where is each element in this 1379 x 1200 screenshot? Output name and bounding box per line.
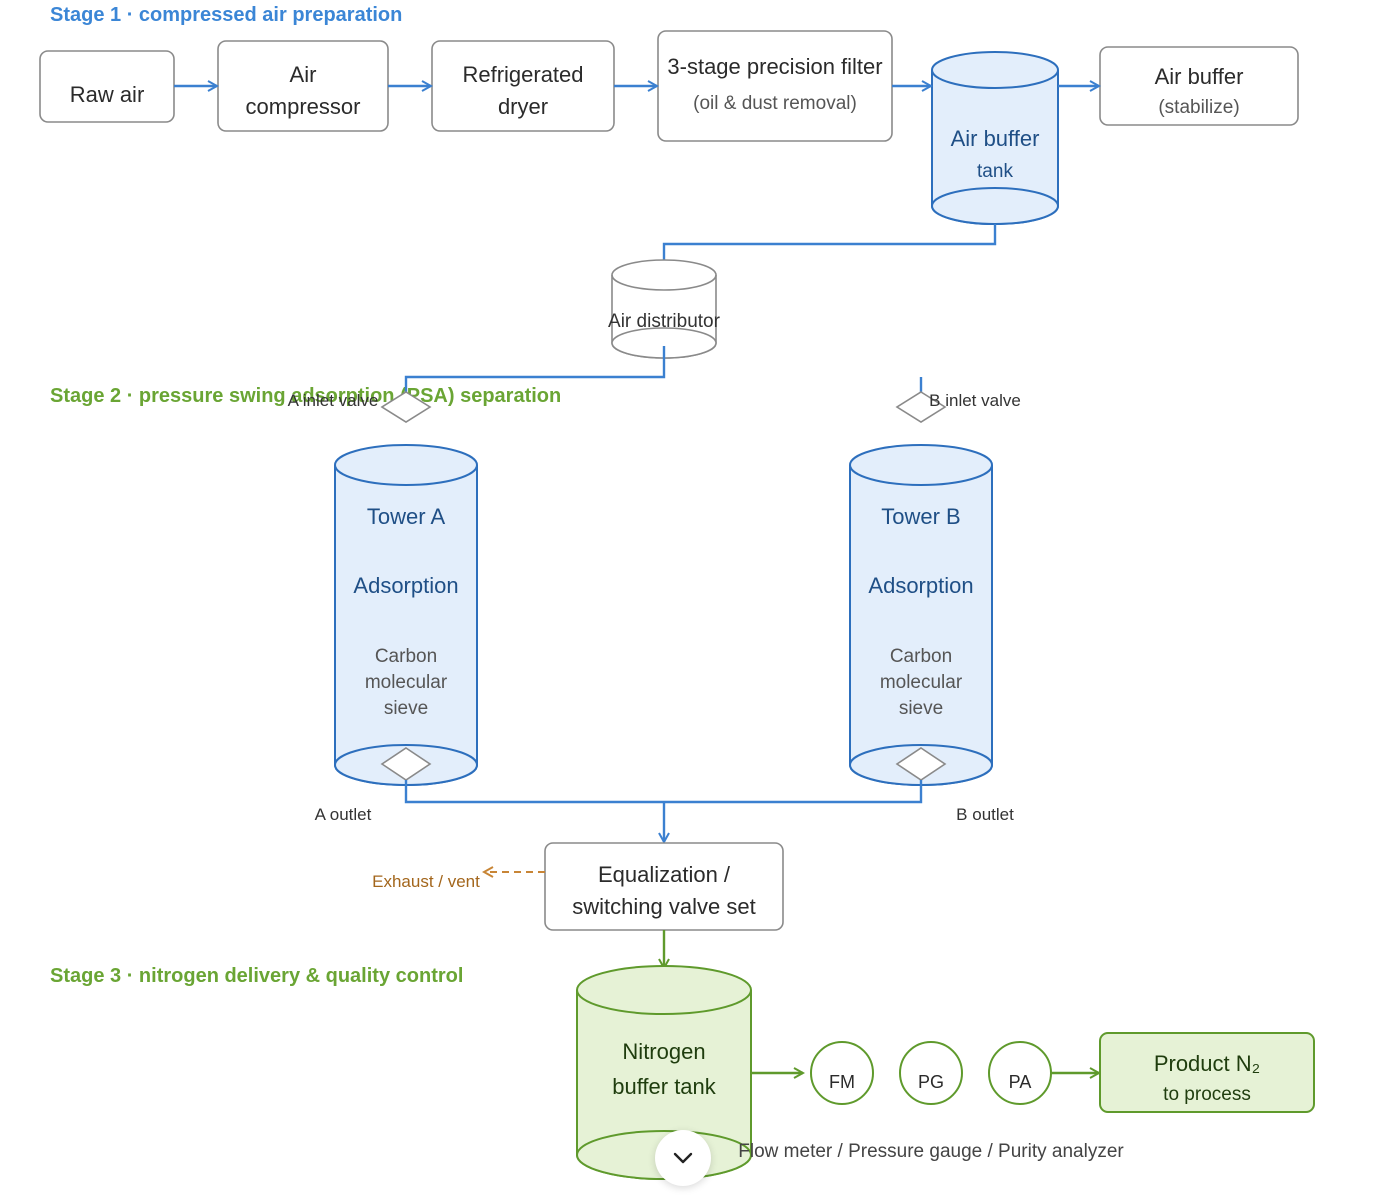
tower-b-media-line3: sieve — [899, 698, 943, 719]
tower-a: Tower A Adsorption Carbon molecular siev… — [334, 444, 478, 786]
stage-2-title: Stage 2 · pressure swing adsorption (PSA… — [50, 385, 561, 407]
air-buffer-label-line2: (stabilize) — [1158, 97, 1239, 118]
pipe-distributor-to-a — [404, 346, 666, 394]
b-inlet-valve-label: B inlet valve — [929, 391, 1021, 410]
n2-tank-label-line1: Nitrogen — [622, 1039, 705, 1064]
product-n2-box: Product N₂ to process — [1099, 1032, 1315, 1113]
a-outlet-label: A outlet — [315, 805, 372, 824]
flow-meter-icon: FM — [810, 1041, 874, 1105]
refrigerated-dryer-box: Refrigerated dryer — [431, 40, 615, 132]
air-buffer-stabilize-box: Air buffer (stabilize) — [1099, 46, 1299, 126]
air-buffer-tank-label-line2: tank — [977, 161, 1013, 182]
tower-a-media-line2: molecular — [365, 672, 448, 693]
dryer-label-line2: dryer — [498, 94, 548, 119]
stage-1-title: Stage 1 · compressed air preparation — [50, 4, 402, 26]
air-buffer-tank: Air buffer tank — [931, 51, 1059, 225]
b-inlet-valve-icon — [895, 391, 947, 423]
tower-a-title: Tower A — [367, 504, 446, 529]
b-outlet-label: B outlet — [956, 805, 1014, 824]
tower-b-title: Tower B — [881, 504, 960, 529]
fm-label: FM — [829, 1072, 855, 1092]
tower-a-mode: Adsorption — [353, 573, 458, 598]
tower-b-media-line1: Carbon — [890, 646, 952, 667]
pa-label: PA — [1009, 1072, 1032, 1092]
air-buffer-label-line1: Air buffer — [1155, 64, 1244, 89]
air-distributor-label: Air distributor — [608, 311, 721, 332]
valve-set-label-line2: switching valve set — [572, 894, 755, 919]
a-inlet-valve-icon — [380, 391, 432, 423]
raw-air-label: Raw air — [70, 82, 145, 107]
tower-b-mode: Adsorption — [868, 573, 973, 598]
switching-valve-set-box: Equalization / switching valve set — [544, 842, 784, 931]
nitrogen-buffer-tank: Nitrogen buffer tank — [576, 965, 752, 1180]
product-label-line2: to process — [1163, 1084, 1251, 1105]
dryer-label-line1: Refrigerated — [462, 62, 583, 87]
chevron-down-icon — [673, 1152, 693, 1164]
purity-analyzer-icon: PA — [988, 1041, 1052, 1105]
filter-label-line2: (oil & dust removal) — [693, 93, 857, 114]
raw-air-box: Raw air — [39, 50, 175, 123]
stage-3-title: Stage 3 · nitrogen delivery & quality co… — [50, 965, 463, 987]
filter-label-line1: 3-stage precision filter — [667, 54, 882, 79]
tower-b-media-line2: molecular — [880, 672, 963, 693]
compressor-label-line2: compressor — [246, 94, 361, 119]
precision-filter-box: 3-stage precision filter (oil & dust rem… — [657, 30, 893, 142]
compressor-label-line1: Air — [290, 62, 317, 87]
n2-tank-label-line2: buffer tank — [612, 1074, 717, 1099]
instruments-caption: Flow meter / Pressure gauge / Purity ana… — [738, 1141, 1124, 1162]
tower-a-media-line1: Carbon — [375, 646, 437, 667]
tower-a-media-line3: sieve — [384, 698, 428, 719]
pipe-tank-to-distributor — [662, 224, 997, 265]
air-compressor-box: Air compressor — [217, 40, 389, 132]
valve-set-label-line1: Equalization / — [598, 862, 731, 887]
air-distributor — [611, 259, 717, 359]
pipe-outlet-header — [404, 780, 923, 804]
exhaust-vent-label: Exhaust / vent — [372, 872, 480, 891]
product-label-line1: Product N₂ — [1154, 1051, 1260, 1076]
air-buffer-tank-label-line1: Air buffer — [951, 126, 1040, 151]
a-inlet-valve-label: A inlet valve — [288, 391, 379, 410]
pressure-gauge-icon: PG — [899, 1041, 963, 1105]
scroll-down-button[interactable] — [655, 1130, 711, 1186]
tower-b: Tower B Adsorption Carbon molecular siev… — [849, 444, 993, 786]
pg-label: PG — [918, 1072, 944, 1092]
